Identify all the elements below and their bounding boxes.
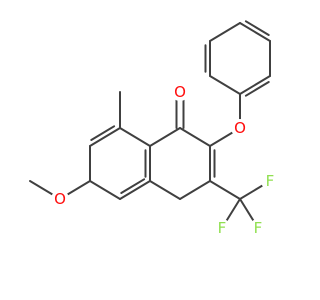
bond-double-outer	[239, 22, 271, 42]
bond-double-inner	[90, 125, 116, 141]
bond-single	[209, 75, 241, 95]
atom-label-background	[261, 172, 279, 190]
bond-double-outer	[119, 180, 151, 200]
bond-single	[149, 180, 181, 200]
atom-label-layer: O O O F F F	[51, 83, 279, 237]
bond-double-inner	[244, 81, 270, 97]
bond-double-outer	[89, 127, 121, 147]
molecule-structure-diagram: O O O F F F	[29, 20, 279, 237]
atom-label-f3: F	[218, 219, 227, 237]
bond-single	[209, 180, 241, 200]
bond-single	[149, 127, 181, 147]
atom-label-background	[231, 119, 249, 137]
atom-label-o-phenoxy: O	[234, 119, 246, 137]
bond-double-inner	[244, 20, 270, 36]
bond-single	[209, 22, 241, 42]
bond-single	[179, 180, 211, 200]
atom-label-background	[213, 219, 231, 237]
bond-single	[179, 127, 211, 147]
atom-label-background	[249, 219, 267, 237]
atom-label-o-methoxy: O	[54, 190, 66, 208]
atom-label-o-ketone: O	[174, 83, 186, 101]
bond-double-outer	[239, 75, 271, 95]
atom-label-background	[171, 83, 189, 101]
atom-label-f2: F	[254, 219, 263, 237]
bond-single	[89, 180, 121, 200]
bond-single	[119, 127, 151, 147]
atom-label-f1: F	[266, 172, 275, 190]
bond-double-inner	[120, 178, 146, 194]
atom-label-background	[51, 190, 69, 208]
